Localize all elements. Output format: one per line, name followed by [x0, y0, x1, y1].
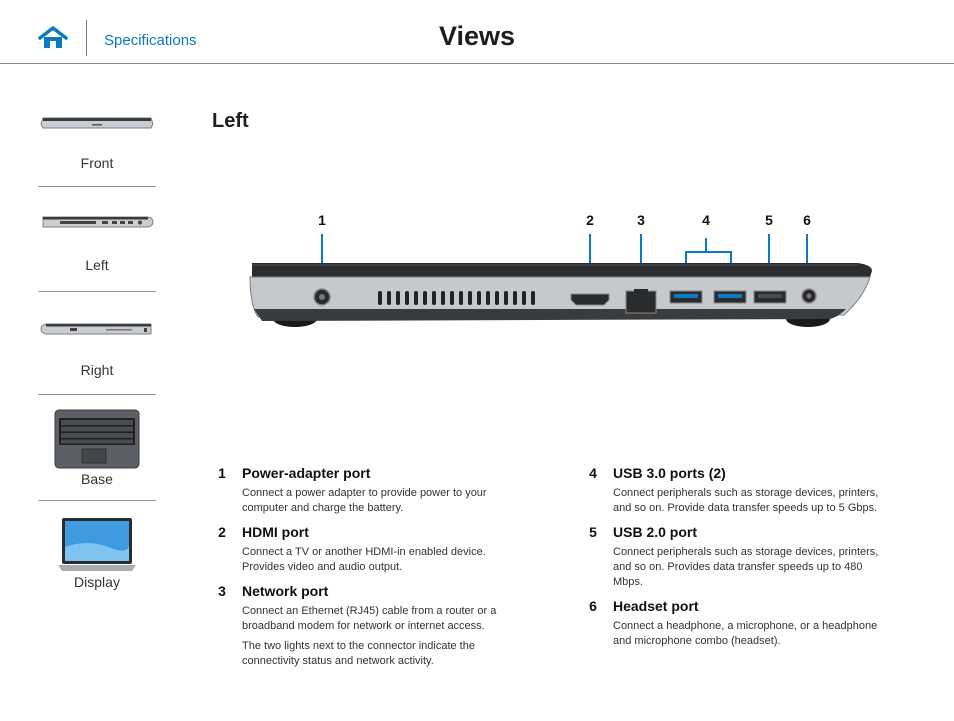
item-description: Connect a power adapter to provide power… [242, 487, 487, 514]
home-icon [38, 26, 68, 48]
left-view-diagram: 1 2 3 4 5 6 [240, 205, 880, 345]
item-description: Connect peripherals such as storage devi… [613, 487, 879, 514]
item-title: Headset port [613, 598, 699, 614]
sidebar-item-label: Base [81, 471, 113, 487]
page-title: Views [438, 21, 516, 51]
item-number: 2 [218, 524, 226, 540]
specifications-link[interactable]: Specifications [104, 32, 197, 49]
port-item-power-adapter: 1 Power-adapter port Connect a power ada… [212, 465, 512, 516]
callout-number: 4 [702, 212, 710, 228]
sidebar-item-label: Left [85, 257, 109, 273]
port-item-network: 3 Network port Connect an Ethernet (RJ45… [212, 583, 512, 669]
item-description-note: The two lights next to the connector ind… [242, 640, 475, 667]
header-divider [86, 20, 87, 56]
display-view-thumbnail [38, 517, 156, 573]
laptop-left-side-image [249, 234, 872, 327]
port-item-hdmi: 2 HDMI port Connect a TV or another HDMI… [212, 524, 512, 575]
sidebar-item-front[interactable]: Front [38, 94, 156, 187]
port-item-usb3: 4 USB 3.0 ports (2) Connect peripherals … [583, 465, 883, 516]
right-view-thumbnail [38, 322, 156, 336]
item-title: USB 2.0 port [613, 524, 698, 540]
description-column-left: 1 Power-adapter port Connect a power ada… [212, 465, 512, 677]
callout-number: 1 [318, 212, 326, 228]
home-button[interactable] [38, 26, 68, 50]
base-view-thumbnail [38, 409, 156, 469]
callout-number: 6 [803, 212, 811, 228]
item-number: 5 [589, 524, 597, 540]
item-number: 1 [218, 465, 226, 481]
sidebar-item-left[interactable]: Left [38, 187, 156, 292]
front-view-thumbnail [38, 116, 156, 130]
callout-number: 5 [765, 212, 773, 228]
item-description: Connect peripherals such as storage devi… [613, 546, 879, 588]
item-number: 3 [218, 583, 226, 599]
section-title: Left [212, 110, 249, 132]
sidebar-item-display[interactable]: Display [38, 501, 156, 601]
views-sidebar: Front Left [38, 94, 156, 601]
callout-number: 2 [586, 212, 594, 228]
port-item-headset: 6 Headset port Connect a headphone, a mi… [583, 598, 883, 649]
page-header: Specifications Views [0, 0, 954, 64]
sidebar-item-label: Front [80, 155, 114, 171]
item-title: HDMI port [242, 524, 309, 540]
item-description: Connect an Ethernet (RJ45) cable from a … [242, 605, 497, 632]
callout-number: 3 [637, 212, 645, 228]
port-item-usb2: 5 USB 2.0 port Connect peripherals such … [583, 524, 883, 590]
sidebar-item-base[interactable]: Base [38, 395, 156, 501]
item-number: 4 [589, 465, 597, 481]
item-title: USB 3.0 ports (2) [613, 465, 726, 481]
description-column-right: 4 USB 3.0 ports (2) Connect peripherals … [583, 465, 883, 657]
item-title: Network port [242, 583, 329, 599]
left-view-thumbnail [38, 215, 156, 229]
item-description: Connect a TV or another HDMI-in enabled … [242, 546, 486, 573]
sidebar-item-label: Right [80, 362, 114, 378]
sidebar-item-label: Display [74, 574, 120, 590]
item-number: 6 [589, 598, 597, 614]
item-title: Power-adapter port [242, 465, 371, 481]
sidebar-item-right[interactable]: Right [38, 292, 156, 395]
item-description: Connect a headphone, a microphone, or a … [613, 620, 878, 647]
